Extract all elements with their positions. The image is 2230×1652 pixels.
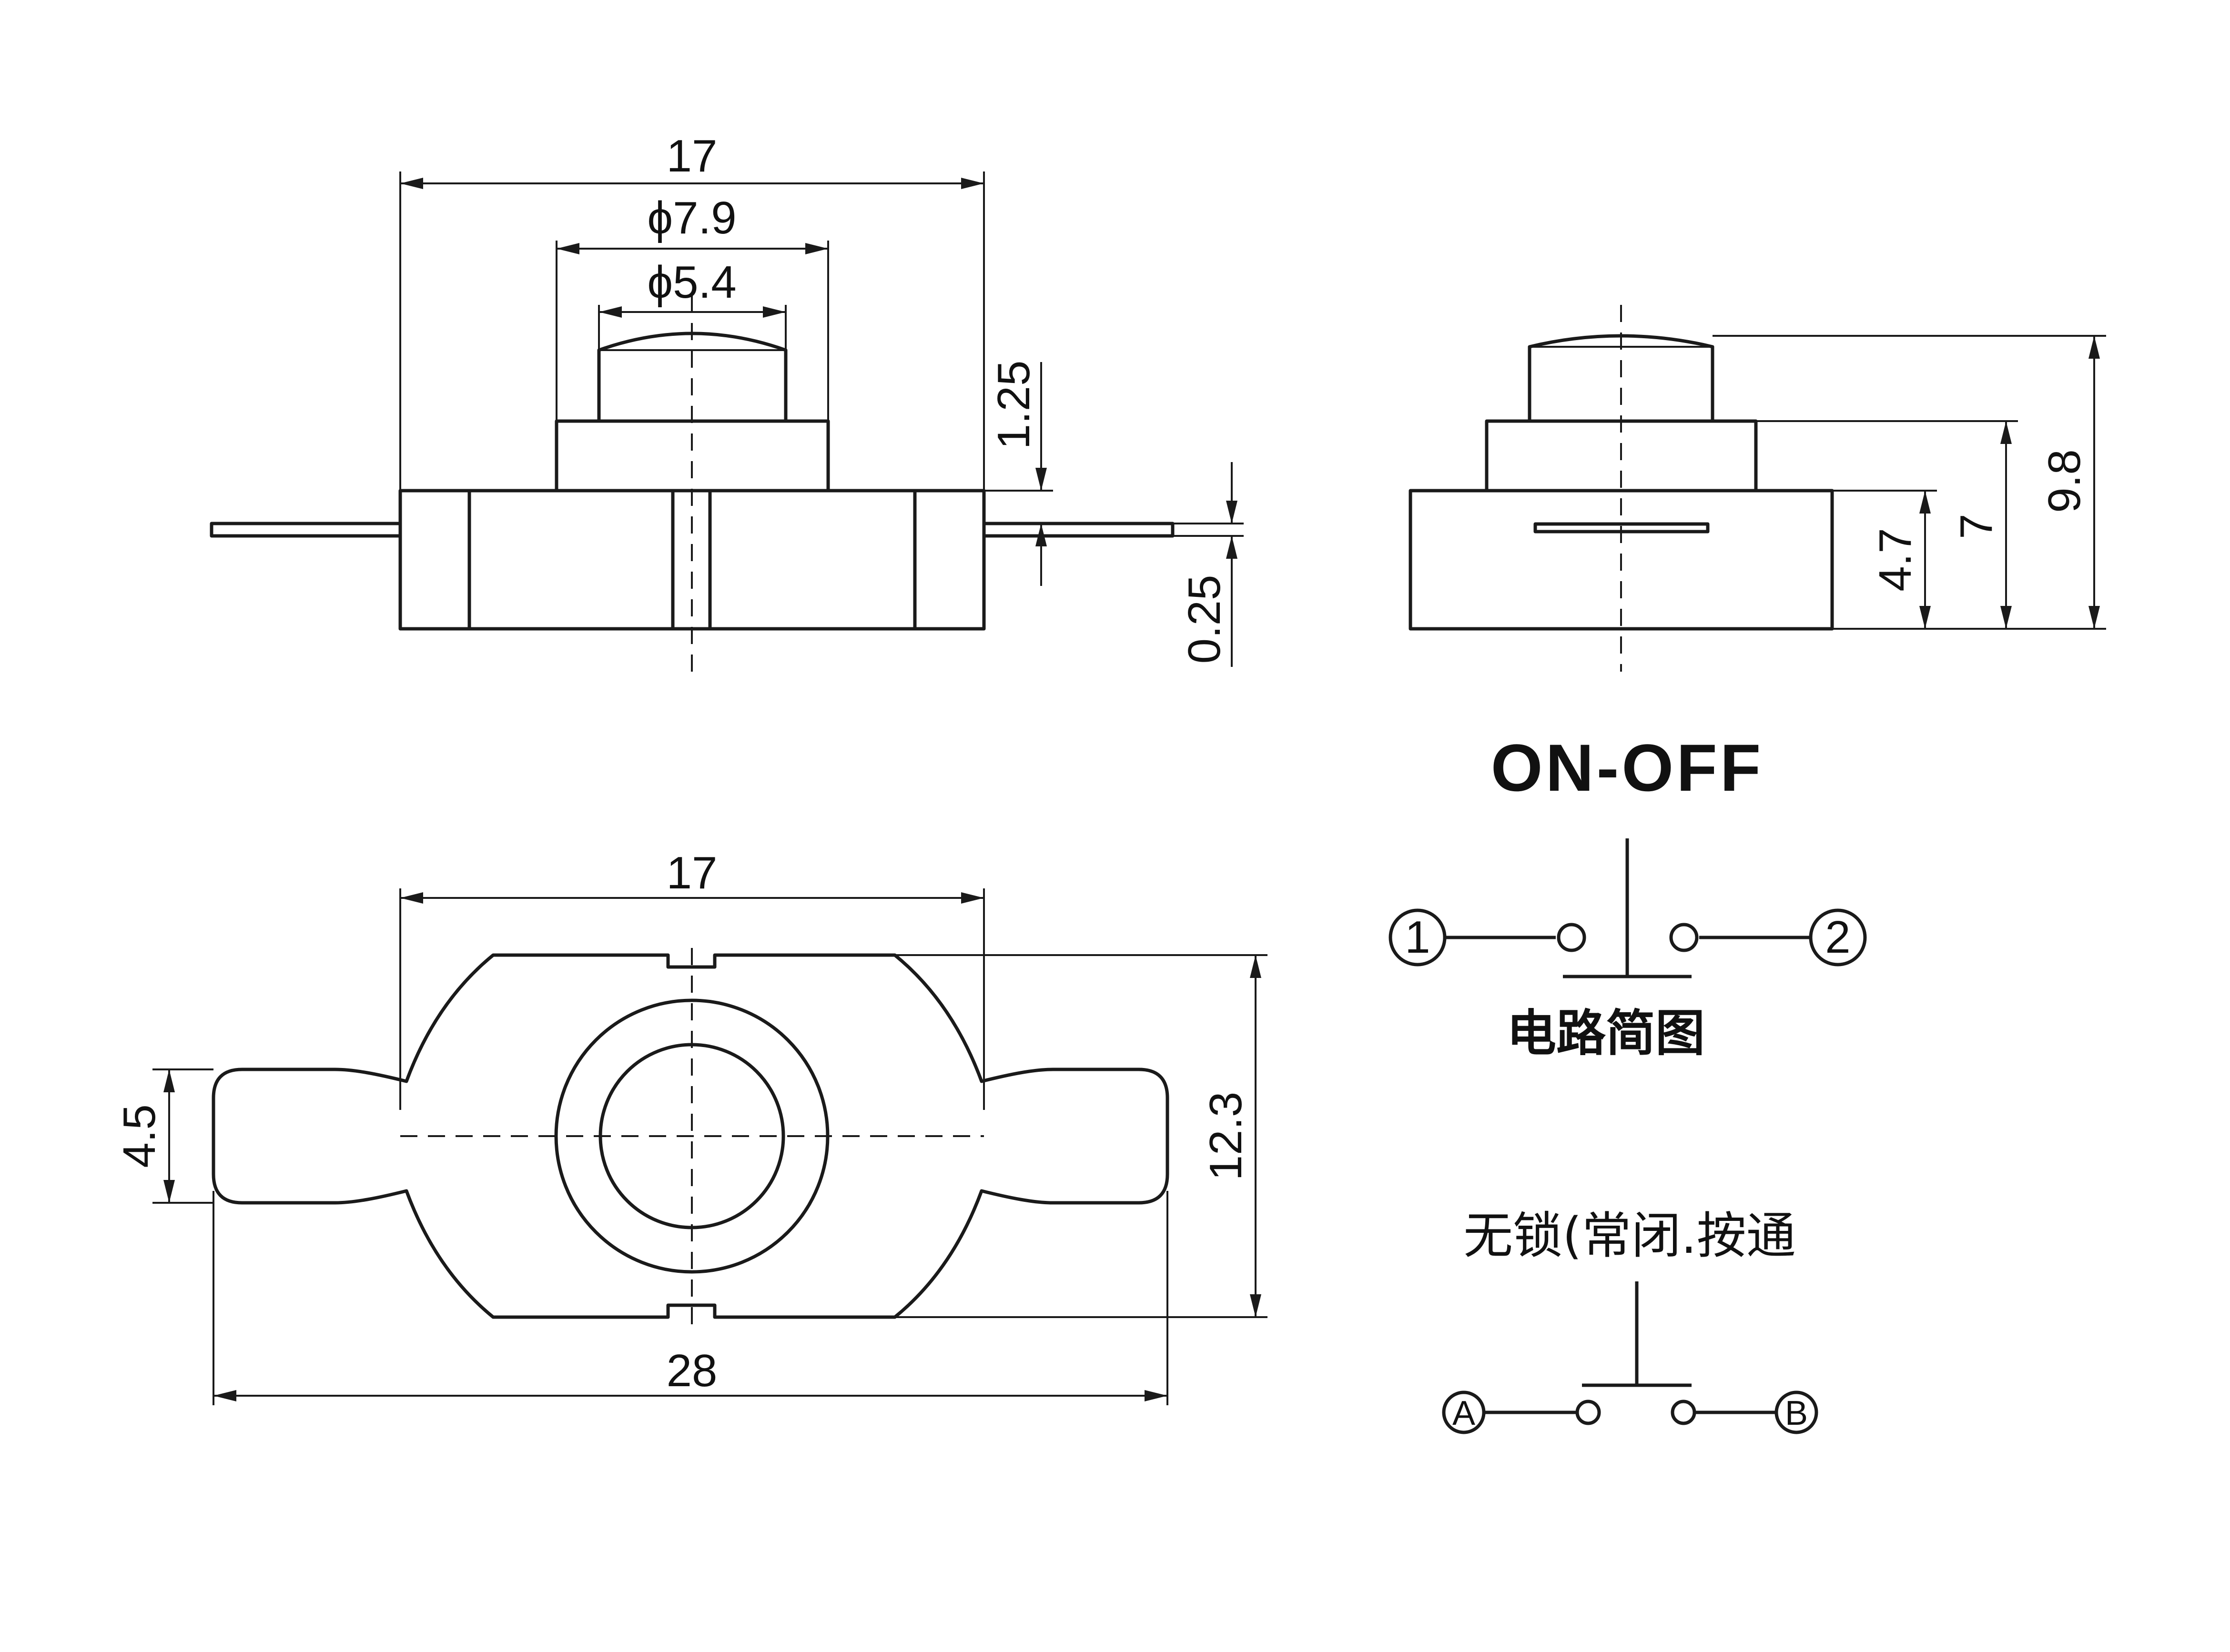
front-dim-phi-inner: ϕ5.4 bbox=[647, 257, 736, 308]
front-dim-step: 1.25 bbox=[988, 361, 1039, 450]
top-dim-overall: 28 bbox=[667, 1345, 718, 1396]
top-dim-tab: 4.5 bbox=[114, 1104, 165, 1168]
circuit-on-off: ON-OFF 1 2 电路简图 bbox=[1389, 730, 1867, 1062]
terminal-a-marker bbox=[1442, 1390, 1486, 1434]
front-view: 17 ϕ7.9 ϕ5.4 1.25 0.25 bbox=[210, 131, 1244, 672]
terminal-b-marker bbox=[1774, 1390, 1818, 1434]
front-collar bbox=[555, 419, 830, 493]
circuit-on-off-title: ON-OFF bbox=[1491, 730, 1764, 805]
front-dim-terminal: 0.25 bbox=[1179, 575, 1230, 664]
top-view: 17 28 4.5 12.3 bbox=[114, 847, 1267, 1405]
front-left-terminal bbox=[210, 522, 402, 538]
terminal-1-label: 1 bbox=[1405, 912, 1430, 963]
front-right-terminal bbox=[982, 522, 1175, 538]
side-dim-body: 4.7 bbox=[1870, 528, 1921, 591]
terminal-1-marker bbox=[1389, 908, 1447, 967]
terminal-b-label: B bbox=[1785, 1394, 1808, 1432]
top-dim-height: 12.3 bbox=[1200, 1092, 1251, 1181]
front-dim-phi-outer: ϕ7.9 bbox=[647, 192, 736, 243]
terminal-2-marker bbox=[1809, 908, 1867, 967]
front-dim-width: 17 bbox=[667, 131, 718, 181]
side-dim-total: 9.8 bbox=[2039, 449, 2090, 513]
terminal-2-label: 2 bbox=[1825, 912, 1850, 963]
terminal-a-label: A bbox=[1452, 1394, 1475, 1432]
top-dim-width: 17 bbox=[667, 847, 718, 898]
circuit-momentary-caption: 无锁(常闭.按通 bbox=[1463, 1207, 1796, 1265]
side-dim-collar: 7 bbox=[1951, 514, 2002, 539]
side-view: 4.7 7 9.8 bbox=[1409, 305, 2106, 672]
circuit-momentary: 无锁(常闭.按通 A B bbox=[1442, 1207, 1818, 1434]
circuit-on-off-caption: 电路简图 bbox=[1507, 1004, 1705, 1062]
